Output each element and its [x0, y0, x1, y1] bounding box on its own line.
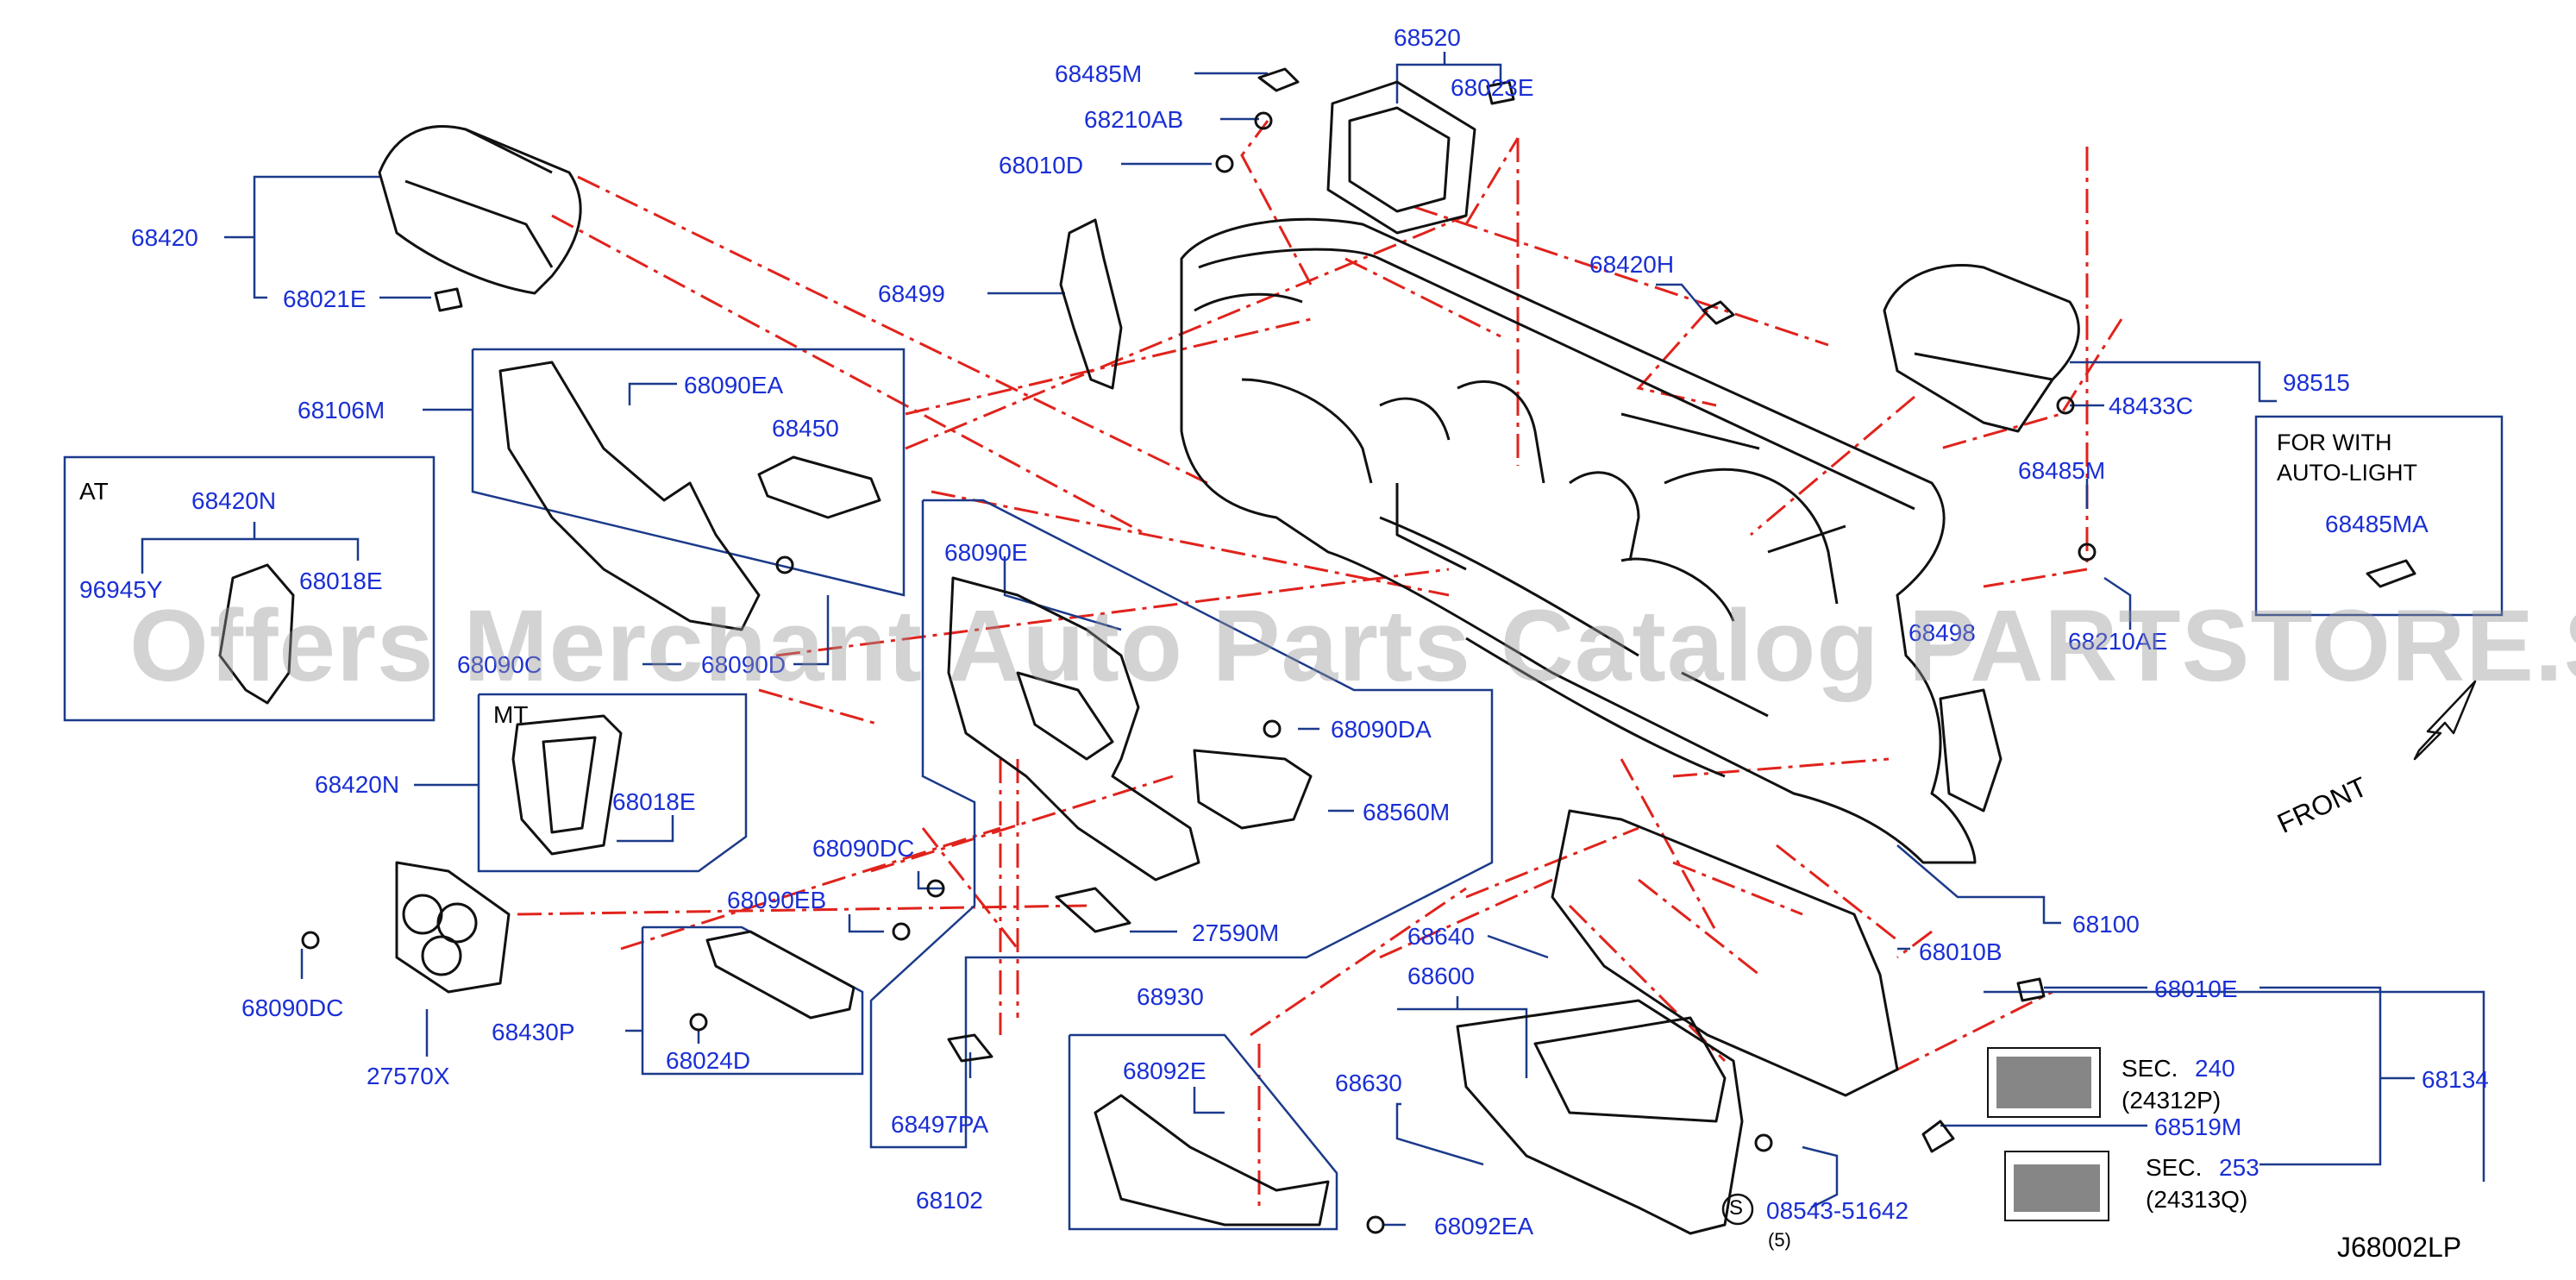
- part-label: 68092EA: [1434, 1213, 1534, 1239]
- part-label: 68090D: [701, 651, 787, 678]
- part-label: 68100: [2072, 911, 2140, 938]
- part-label: 68420N: [315, 771, 400, 798]
- bolt-symbol-circle: [1721, 1193, 1754, 1226]
- part-label: 68420N: [191, 487, 277, 514]
- part-label: 98515: [2283, 369, 2350, 396]
- auto-light-line2: AUTO-LIGHT: [2277, 460, 2418, 486]
- part-label: 68010B: [1919, 938, 2003, 965]
- mt-box-label: MT: [493, 701, 529, 728]
- part-label: 68600: [1407, 963, 1475, 989]
- part-label: 68485M: [1055, 60, 1143, 87]
- part-label: 68090EB: [727, 887, 827, 913]
- part-label: 68090DA: [1331, 716, 1432, 743]
- part-label: 68420: [131, 224, 198, 251]
- part-label: 68497PA: [891, 1111, 989, 1138]
- part-label: 68106M: [298, 397, 385, 424]
- bolt-part-label: 08543-51642: [1766, 1197, 1909, 1224]
- part-label: 68499: [878, 280, 945, 307]
- tray-shape: [757, 455, 881, 519]
- instrument-panel-shape: [1180, 217, 1977, 864]
- sec-240-number: 240: [2195, 1055, 2235, 1082]
- part-label: 68134: [2422, 1066, 2489, 1093]
- heater-control-shape: [395, 861, 511, 994]
- part-label: 68090E: [944, 539, 1028, 566]
- part-label: 68090C: [457, 651, 542, 678]
- part-label: 68018E: [612, 788, 696, 815]
- bolt-symbol: S: [1729, 1196, 1744, 1220]
- part-label: 68485MA: [2325, 511, 2429, 537]
- meter-hood-shape: [378, 125, 582, 295]
- glovebox-housing-shape: [1551, 809, 1899, 1097]
- part-label: 68024D: [666, 1047, 751, 1074]
- cover-shape: [1883, 263, 2080, 433]
- bracket-shape: [1059, 218, 1123, 390]
- part-label: 27570X: [367, 1063, 450, 1089]
- part-label: 68560M: [1363, 799, 1451, 825]
- part-label: 48433C: [2109, 392, 2194, 419]
- part-label: 68520: [1394, 24, 1461, 51]
- lower-cover-shape: [947, 576, 1200, 882]
- sec-240-ref: (24312P): [2122, 1087, 2222, 1114]
- part-label: 68498: [1908, 619, 1976, 646]
- part-label: 68640: [1407, 923, 1475, 950]
- bolt-qty: (5): [1768, 1229, 1791, 1251]
- part-label: 68018E: [299, 568, 383, 594]
- part-label: 68450: [772, 415, 839, 442]
- sec-240-prefix: SEC.: [2122, 1055, 2178, 1082]
- at-box-label: AT: [79, 478, 109, 505]
- diagram-code: J68002LP: [2337, 1232, 2462, 1263]
- sec-253-prefix: SEC.: [2146, 1154, 2203, 1181]
- part-label: 68519M: [2154, 1114, 2242, 1140]
- sec-253-number: 253: [2219, 1154, 2259, 1181]
- part-label: 68430P: [492, 1019, 575, 1045]
- front-arrow-shape: [2413, 680, 2477, 761]
- part-label: 68023E: [1451, 74, 1534, 101]
- part-label: 68930: [1137, 983, 1204, 1010]
- finisher-shape: [1326, 80, 1476, 235]
- part-label: 68090EA: [684, 372, 784, 398]
- part-label: 96945Y: [79, 576, 163, 603]
- part-label: 68010D: [999, 152, 1084, 179]
- auto-light-line1: FOR WITH: [2277, 430, 2392, 455]
- part-label: 27590M: [1192, 919, 1280, 946]
- leader-lines: [63, 52, 2504, 1231]
- watermark-text: Offers Merchant Auto Parts Catalog PARTS…: [129, 589, 2576, 703]
- part-label: 68630: [1335, 1070, 1402, 1096]
- part-label: 68090DC: [812, 835, 915, 862]
- part-label: 68210AE: [2068, 628, 2168, 655]
- part-label: 68021E: [283, 285, 367, 312]
- part-label: 68420H: [1589, 251, 1675, 278]
- sec-253-ref: (24313Q): [2146, 1186, 2248, 1213]
- part-label: 68010E: [2154, 976, 2238, 1002]
- part-label: 68210AB: [1084, 106, 1184, 133]
- lower-panel-shape: [498, 361, 761, 631]
- part-label: 68092E: [1123, 1057, 1207, 1084]
- sec-panel-fill: [1996, 1057, 2100, 1212]
- part-label: 68090DC: [241, 995, 344, 1021]
- sec-panels: [1987, 1047, 2109, 1221]
- part-label: 68485M: [2018, 457, 2106, 484]
- glovebox-lid-shape: [1456, 999, 1744, 1235]
- part-outlines: [218, 67, 2477, 1235]
- part-label: 68102: [916, 1187, 983, 1214]
